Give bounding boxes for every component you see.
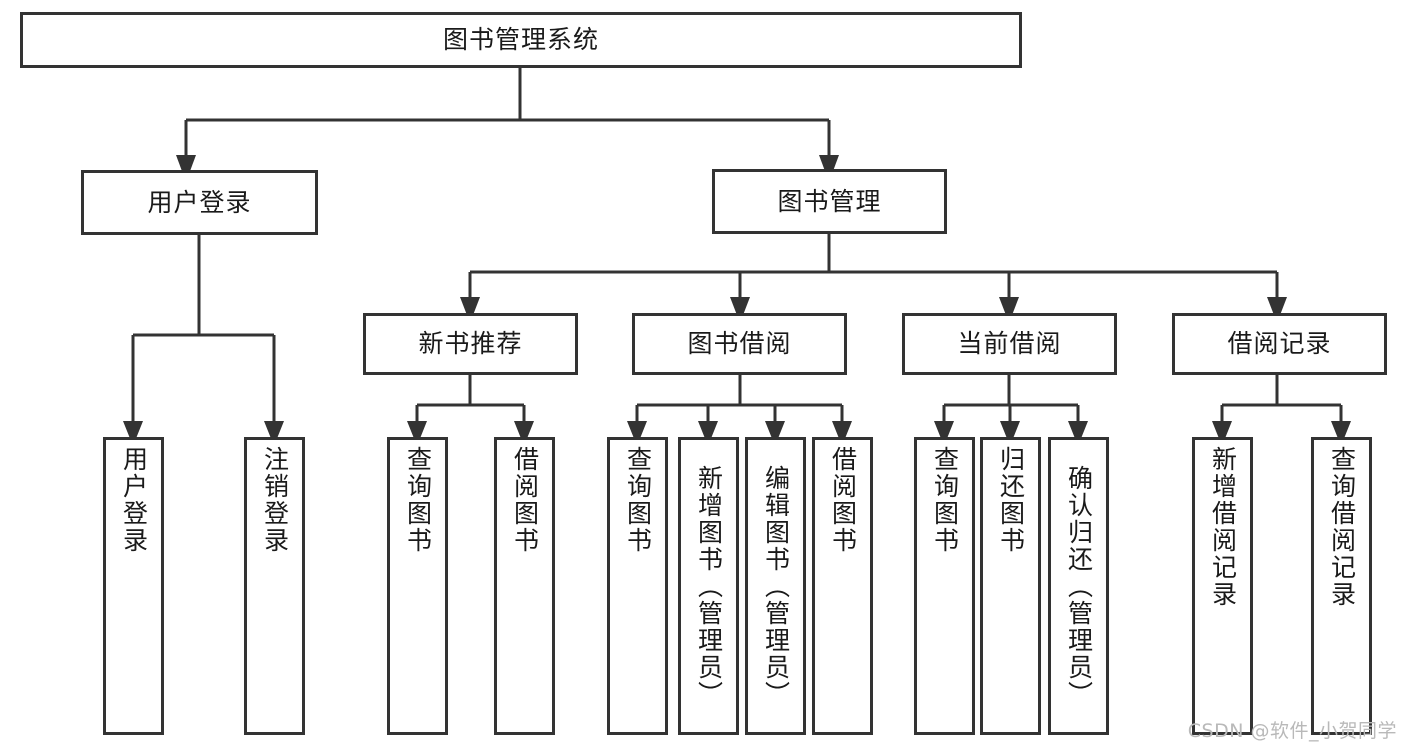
node-leaf-return-book[interactable]: 归还图书 xyxy=(980,437,1041,735)
node-label: 查询图书 xyxy=(930,446,960,554)
node-leaf-add-borrow-record[interactable]: 新增借阅记录 xyxy=(1192,437,1253,735)
node-leaf-edit-book-admin[interactable]: 编辑图书（管理员） xyxy=(745,437,806,735)
node-label: 新增图书（管理员） xyxy=(694,464,724,708)
node-label: 借阅图书 xyxy=(510,446,540,554)
node-leaf-borrow-book-recommend[interactable]: 借阅图书 xyxy=(494,437,555,735)
csdn-watermark: CSDN @软件_小贺同学 xyxy=(1187,720,1397,742)
node-leaf-add-book-admin[interactable]: 新增图书（管理员） xyxy=(678,437,739,735)
node-label: 查询图书 xyxy=(623,446,653,554)
node-leaf-query-book[interactable]: 查询图书 xyxy=(607,437,668,735)
node-label: 图书借阅 xyxy=(687,329,792,359)
node-new-book-recommend[interactable]: 新书推荐 xyxy=(363,313,578,375)
node-leaf-query-book-current[interactable]: 查询图书 xyxy=(914,437,975,735)
node-leaf-logout[interactable]: 注销登录 xyxy=(244,437,305,735)
node-label: 编辑图书（管理员） xyxy=(761,464,791,708)
node-current-borrow[interactable]: 当前借阅 xyxy=(902,313,1117,375)
node-label: 图书管理 xyxy=(777,186,882,216)
node-label: 当前借阅 xyxy=(957,329,1062,359)
node-label: 用户登录 xyxy=(119,446,149,554)
node-leaf-query-borrow-record[interactable]: 查询借阅记录 xyxy=(1311,437,1372,735)
node-label: 注销登录 xyxy=(260,446,290,554)
node-label: 查询借阅记录 xyxy=(1327,446,1357,608)
node-leaf-query-book-recommend[interactable]: 查询图书 xyxy=(387,437,448,735)
node-user-login[interactable]: 用户登录 xyxy=(81,170,318,235)
node-leaf-confirm-return-admin[interactable]: 确认归还（管理员） xyxy=(1048,437,1109,735)
node-borrow-record[interactable]: 借阅记录 xyxy=(1172,313,1387,375)
node-root-system[interactable]: 图书管理系统 xyxy=(20,12,1022,68)
node-book-management[interactable]: 图书管理 xyxy=(712,169,947,234)
node-leaf-borrow-book[interactable]: 借阅图书 xyxy=(812,437,873,735)
node-label: 借阅记录 xyxy=(1227,329,1332,359)
node-label: 借阅图书 xyxy=(828,446,858,554)
node-label: 确认归还（管理员） xyxy=(1064,464,1094,708)
node-label: 图书管理系统 xyxy=(442,25,599,55)
node-leaf-user-login[interactable]: 用户登录 xyxy=(103,437,164,735)
node-label: 用户登录 xyxy=(147,187,252,217)
node-label: 查询图书 xyxy=(403,446,433,554)
node-label: 新增借阅记录 xyxy=(1208,446,1238,608)
node-label: 归还图书 xyxy=(996,446,1026,554)
node-label: 新书推荐 xyxy=(418,329,523,359)
node-book-borrow[interactable]: 图书借阅 xyxy=(632,313,847,375)
